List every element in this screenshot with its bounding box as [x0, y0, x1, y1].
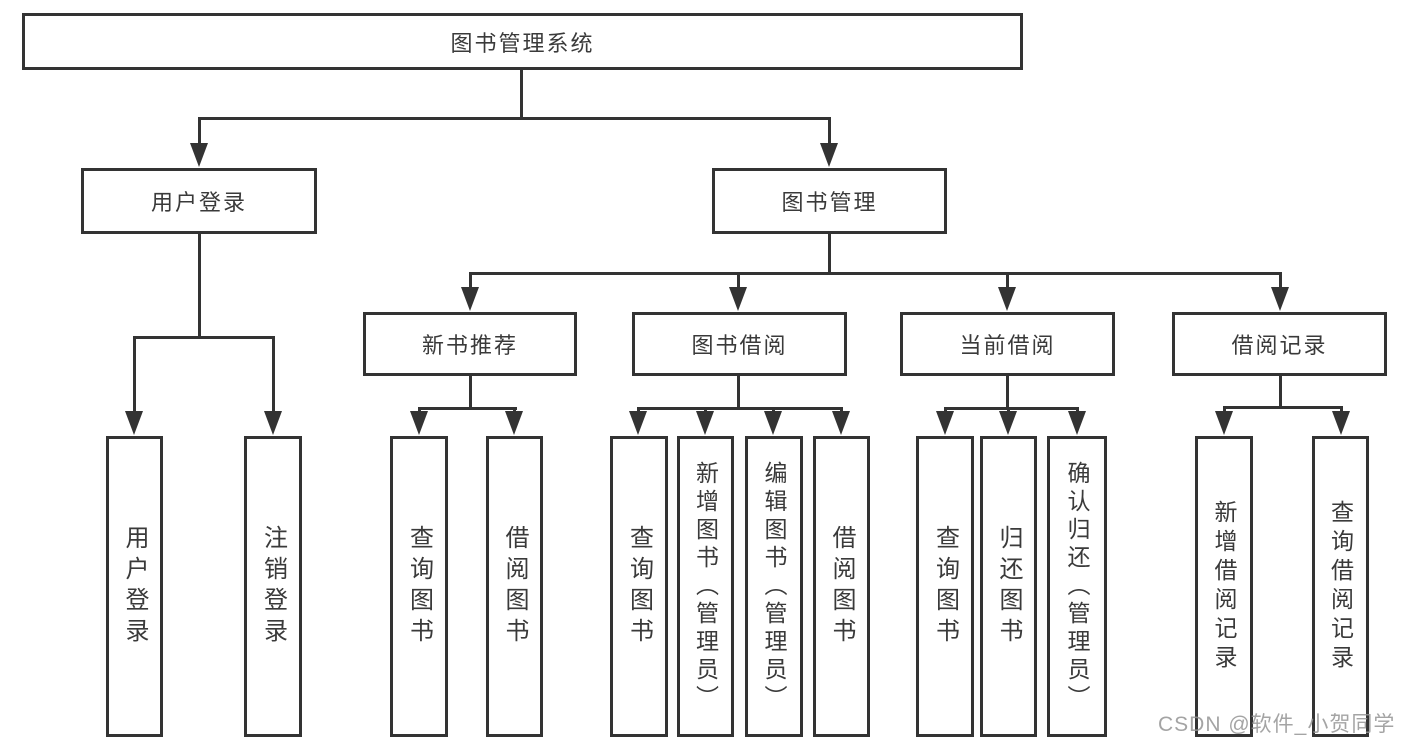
node-root: 图书管理系统 [22, 13, 1023, 70]
leaf-confirm-return-admin: 确认归还（管理员） [1047, 436, 1107, 737]
connector-stem-leaf-9 [944, 407, 947, 414]
node-book-borrow: 图书借阅 [632, 312, 847, 376]
connector-stem-leaf-3 [418, 407, 421, 414]
node-borrow-records: 借阅记录 [1172, 312, 1387, 376]
connector-stem-leaf-11 [1076, 407, 1079, 414]
leaf-add-books-admin: 新增图书（管理员） [677, 436, 734, 737]
down-arrowhead-borrow [729, 287, 747, 311]
node-borrow-records-label: 借阅记录 [1231, 333, 1328, 358]
connector-stem-leaf-5 [637, 407, 640, 414]
connector-user-login-drop [198, 234, 201, 339]
node-user-login: 用户登录 [81, 168, 317, 234]
leaf-borrow-books-recommend: 借阅图书 [486, 436, 543, 737]
down-arrowhead-records [1271, 287, 1289, 311]
down-arrowhead-leaf-8 [832, 411, 850, 435]
leaf-query-books-current: 查询图书 [916, 436, 974, 737]
down-arrowhead-leaf-12 [1215, 411, 1233, 435]
down-arrowhead-leaf-1 [125, 411, 143, 435]
leaf-logout-label: 注销登录 [259, 524, 287, 649]
connector-stem-leaf-13 [1340, 406, 1343, 414]
node-root-label: 图书管理系统 [450, 30, 595, 56]
connector-stem-user-login [198, 117, 201, 148]
leaf-logout: 注销登录 [244, 436, 302, 737]
node-book-borrow-label: 图书借阅 [691, 333, 788, 358]
connector-records-bus [1223, 406, 1343, 409]
leaf-borrow-books: 借阅图书 [813, 436, 870, 737]
node-new-book-recommend-label: 新书推荐 [421, 333, 518, 358]
down-arrowhead-leaf-11 [1068, 411, 1086, 435]
leaf-add-books-admin-label: 新增图书（管理员） [692, 460, 719, 713]
connector-current-drop [1006, 376, 1009, 410]
connector-borrow-bus [637, 407, 843, 410]
leaf-return-books-label: 归还图书 [995, 524, 1022, 649]
connector-borrow-drop [737, 376, 740, 410]
connector-stem-leaf-8 [840, 407, 843, 414]
connector-stem-recommend [469, 272, 472, 291]
leaf-edit-books-admin-label: 编辑图书（管理员） [761, 460, 787, 713]
connector-level2-bus [198, 117, 831, 120]
node-current-borrow: 当前借阅 [900, 312, 1115, 376]
connector-stem-leaf-7 [772, 407, 775, 414]
leaf-user-login: 用户登录 [106, 436, 163, 737]
down-arrowhead-leaf-4 [505, 411, 523, 435]
down-arrowhead-leaf-9 [936, 411, 954, 435]
leaf-query-borrow-record-label: 查询借阅记录 [1327, 499, 1354, 674]
connector-stem-records [1279, 272, 1282, 291]
csdn-watermark: CSDN @软件_小贺同学 [1158, 713, 1396, 736]
node-user-login-label: 用户登录 [150, 190, 247, 215]
connector-recommend-bus [418, 407, 517, 410]
leaf-user-login-label: 用户登录 [121, 524, 148, 649]
connector-book-mgmt-drop [828, 234, 831, 275]
connector-stem-leaf-4 [513, 407, 516, 414]
connector-level3-bus [469, 272, 1281, 275]
leaf-add-borrow-record: 新增借阅记录 [1195, 436, 1253, 737]
connector-user-login-bus [133, 336, 275, 339]
down-arrowhead-leaf-13 [1332, 411, 1350, 435]
leaf-add-borrow-record-label: 新增借阅记录 [1211, 499, 1237, 674]
connector-records-drop [1279, 376, 1282, 409]
connector-stem-book-mgmt [828, 117, 831, 148]
leaf-query-books-borrow: 查询图书 [610, 436, 668, 737]
connector-stem-leaf-2 [272, 336, 275, 414]
down-arrowhead-current [998, 287, 1016, 311]
down-arrowhead-leaf-3 [410, 411, 428, 435]
node-book-management: 图书管理 [712, 168, 947, 234]
leaf-edit-books-admin: 编辑图书（管理员） [745, 436, 803, 737]
leaf-return-books: 归还图书 [980, 436, 1037, 737]
connector-stem-borrow [737, 272, 740, 291]
connector-stem-leaf-12 [1223, 406, 1226, 414]
leaf-borrow-books-label: 借阅图书 [828, 524, 855, 649]
down-arrowhead-leaf-5 [629, 411, 647, 435]
connector-recommend-drop [469, 376, 472, 410]
down-arrowhead-book-mgmt [820, 143, 838, 167]
connector-stem-leaf-1 [133, 336, 136, 414]
leaf-confirm-return-admin-label: 确认归还（管理员） [1064, 460, 1090, 713]
leaf-query-books-recommend-label: 查询图书 [405, 524, 433, 649]
down-arrowhead-leaf-2 [264, 411, 282, 435]
down-arrowhead-leaf-7 [764, 411, 782, 435]
down-arrowhead-recommend [461, 287, 479, 311]
leaf-query-books-current-label: 查询图书 [931, 524, 959, 649]
node-book-management-label: 图书管理 [781, 190, 878, 215]
leaf-borrow-books-recommend-label: 借阅图书 [501, 524, 528, 649]
node-new-book-recommend: 新书推荐 [363, 312, 577, 376]
leaf-query-books-recommend: 查询图书 [390, 436, 448, 737]
down-arrowhead-user-login [190, 143, 208, 167]
down-arrowhead-leaf-10 [999, 411, 1017, 435]
connector-current-bus [944, 407, 1079, 410]
leaf-query-books-borrow-label: 查询图书 [625, 524, 653, 649]
connector-root-drop [520, 68, 523, 120]
connector-stem-leaf-10 [1007, 407, 1010, 414]
connector-stem-leaf-6 [704, 407, 707, 414]
node-current-borrow-label: 当前借阅 [959, 333, 1056, 358]
connector-stem-current [1006, 272, 1009, 291]
down-arrowhead-leaf-6 [696, 411, 714, 435]
leaf-query-borrow-record: 查询借阅记录 [1312, 436, 1369, 737]
